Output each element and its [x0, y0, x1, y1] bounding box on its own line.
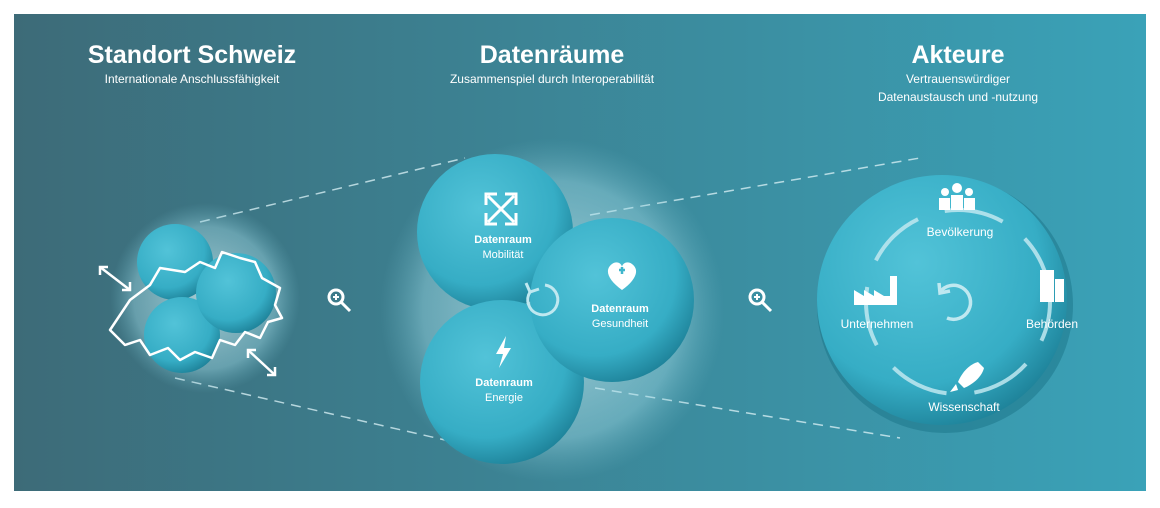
building-icon — [1040, 270, 1064, 302]
arrows-diagonal-icon — [98, 265, 277, 377]
dataspace-label: Datenraum — [474, 234, 532, 246]
section-subtitle: Internationale Anschlussfähigkeit — [105, 72, 280, 86]
rocket-icon — [950, 362, 984, 392]
arrows-expand-icon — [484, 192, 518, 226]
actor-label: Bevölkerung — [927, 225, 994, 239]
cycle-icon — [524, 282, 560, 317]
heart-plus-icon — [607, 262, 637, 290]
actor-label: Behörden — [1026, 317, 1078, 331]
dataspace-sub: Mobilität — [483, 249, 524, 261]
dataspace-label: Datenraum — [475, 377, 533, 389]
dataspace-sub: Energie — [485, 392, 523, 404]
switzerland-cluster — [98, 203, 300, 393]
people-icon — [939, 183, 975, 210]
zoom-in-icon — [748, 288, 773, 313]
factory-icon — [854, 276, 897, 305]
section-title: Datenräume — [480, 41, 625, 69]
section-subtitle: Zusammenspiel durch Interoperabilität — [450, 72, 655, 86]
dataspace-label: Datenraum — [591, 303, 649, 315]
section-title: Akteure — [911, 41, 1004, 69]
zoom-in-icon — [327, 288, 352, 313]
cycle-icon — [937, 282, 973, 322]
actor-label: Unternehmen — [841, 317, 914, 331]
dataspace-health — [530, 218, 694, 382]
dataspace-sub: Gesundheit — [592, 318, 648, 330]
switzerland-outline-icon — [108, 250, 284, 362]
lightning-icon — [496, 336, 511, 368]
dataspaces-cluster: Datenraum Mobilität Datenraum Gesundheit… — [380, 138, 724, 482]
section-title: Standort Schweiz — [88, 41, 296, 69]
dataspace-mobility — [417, 154, 573, 310]
section-subtitle: Datenaustausch und -nutzung — [878, 90, 1038, 104]
actors-circle: Bevölkerung Behörden Wissenschaft Untern… — [817, 175, 1078, 433]
actor-label: Wissenschaft — [928, 400, 1000, 414]
section-subtitle: Vertrauenswürdiger — [906, 72, 1010, 86]
